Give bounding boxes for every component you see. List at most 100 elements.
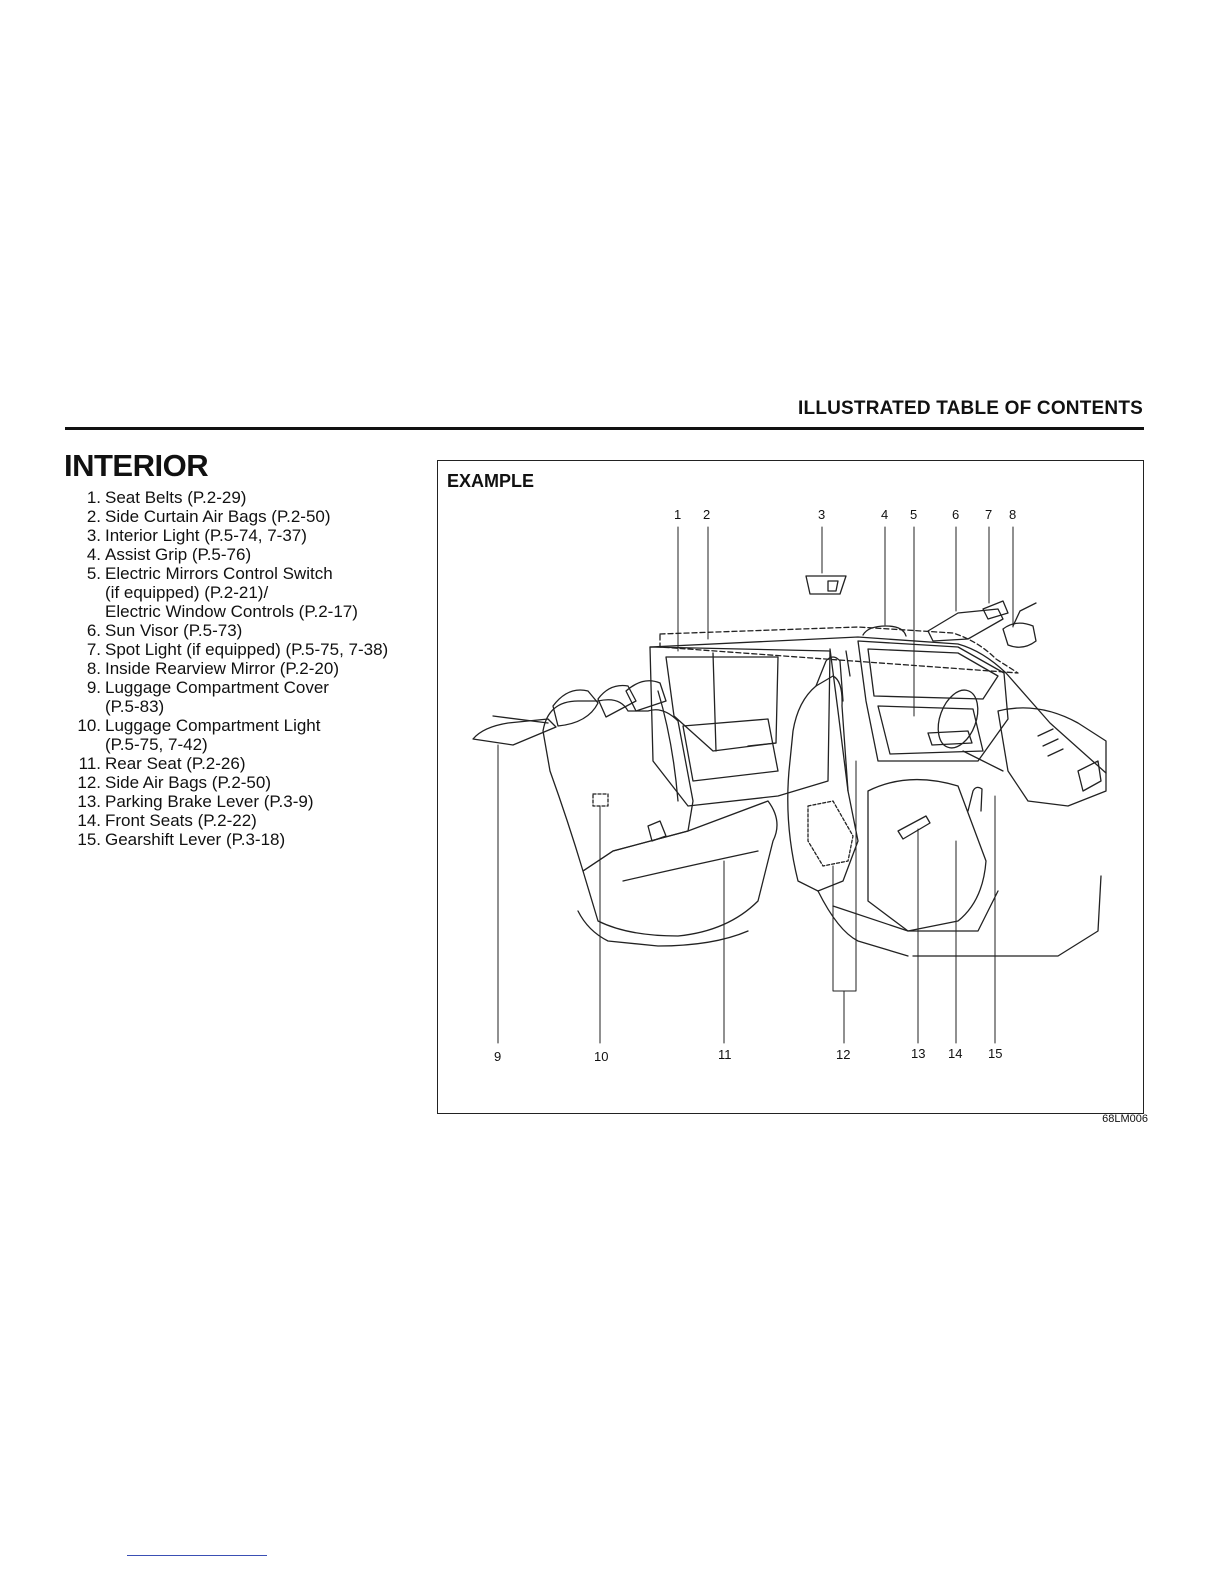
toc-list: 1.Seat Belts (P.2-29) 2.Side Curtain Air… bbox=[70, 488, 420, 849]
toc-item-text: Parking Brake Lever (P.3-9) bbox=[105, 792, 314, 811]
rear-door-frame bbox=[649, 646, 831, 807]
car-interior-illustration: 1 2 3 4 5 6 7 8 9 10 11 12 13 14 15 bbox=[472, 507, 1107, 1064]
page-header-title: ILLUSTRATED TABLE OF CONTENTS bbox=[798, 398, 1143, 419]
steering-column bbox=[962, 750, 1004, 772]
dash-vents bbox=[1037, 728, 1064, 757]
toc-item-text: Interior Light (P.5-74, 7-37) bbox=[105, 526, 307, 545]
interior-light-lens bbox=[827, 580, 839, 592]
toc-item-text: Luggage Compartment Light (P.5-75, 7-42) bbox=[105, 716, 321, 754]
toc-item-14: 14.Front Seats (P.2-22) bbox=[70, 811, 420, 830]
callout-9: 9 bbox=[494, 1049, 501, 1064]
toc-item-13: 13.Parking Brake Lever (P.3-9) bbox=[70, 792, 420, 811]
toc-item-text: Spot Light (if equipped) (P.5-75, 7-38) bbox=[105, 640, 389, 659]
toc-item-text: Gearshift Lever (P.3-18) bbox=[105, 830, 286, 849]
toc-item-12: 12.Side Air Bags (P.2-50) bbox=[70, 773, 420, 792]
callout-14: 14 bbox=[948, 1046, 962, 1061]
rear-headrest-center bbox=[597, 684, 637, 718]
toc-item-number: 15. bbox=[77, 830, 101, 849]
callout-6: 6 bbox=[952, 507, 959, 522]
header-rule bbox=[65, 427, 1144, 430]
interior-figure-frame: EXAMPLE bbox=[437, 460, 1144, 1114]
toc-item-text: Inside Rearview Mirror (P.2-20) bbox=[105, 659, 339, 678]
gearshift-lever bbox=[967, 786, 983, 812]
toc-item-text: Seat Belts (P.2-29) bbox=[105, 488, 247, 507]
rear-headrest-right bbox=[625, 680, 667, 712]
front-headrest bbox=[815, 656, 844, 702]
front-seat-back bbox=[787, 675, 859, 892]
toc-item-number: 7. bbox=[86, 640, 101, 659]
callout-13: 13 bbox=[911, 1046, 925, 1061]
toc-item-number: 12. bbox=[77, 773, 101, 792]
toc-item-number: 3. bbox=[86, 526, 101, 545]
interior-light-icon bbox=[805, 575, 847, 595]
rear-seat-back bbox=[542, 699, 694, 872]
front-door-panel bbox=[877, 705, 984, 755]
toc-item-text: Rear Seat (P.2-26) bbox=[105, 754, 246, 773]
curtain-airbag-outline bbox=[659, 626, 1019, 674]
dash-right-vent bbox=[1077, 760, 1102, 792]
toc-item-7: 7.Spot Light (if equipped) (P.5-75, 7-38… bbox=[70, 640, 420, 659]
toc-item-number: 14. bbox=[77, 811, 101, 830]
luggage-cover bbox=[472, 718, 557, 746]
toc-item-text: Electric Mirrors Control Switch (if equi… bbox=[105, 564, 358, 621]
rear-seat-cushion-seam bbox=[622, 850, 759, 882]
toc-item-text: Side Air Bags (P.2-50) bbox=[105, 773, 271, 792]
toc-item-text: Luggage Compartment Cover (P.5-83) bbox=[105, 678, 329, 716]
toc-item-text: Assist Grip (P.5-76) bbox=[105, 545, 252, 564]
rear-door-panel bbox=[682, 718, 779, 782]
callout-1: 1 bbox=[674, 507, 681, 522]
steering-wheel bbox=[937, 689, 979, 749]
toc-item-1: 1.Seat Belts (P.2-29) bbox=[70, 488, 420, 507]
parking-brake-lever bbox=[897, 815, 931, 840]
toc-item-3: 3.Interior Light (P.5-74, 7-37) bbox=[70, 526, 420, 545]
rear-seat-belt-buckle bbox=[647, 820, 667, 842]
rearview-mirror bbox=[1002, 622, 1037, 648]
toc-item-number: 1. bbox=[86, 488, 101, 507]
toc-item-text: Sun Visor (P.5-73) bbox=[105, 621, 243, 640]
callout-2: 2 bbox=[703, 507, 710, 522]
figure-code: 68LM006 bbox=[1102, 1113, 1148, 1125]
rear-seat-belt bbox=[657, 690, 679, 802]
spot-light bbox=[982, 600, 1009, 620]
callout-8: 8 bbox=[1009, 507, 1016, 522]
floor-line bbox=[912, 875, 1102, 957]
toc-item-9: 9.Luggage Compartment Cover (P.5-83) bbox=[70, 678, 420, 716]
front-seat-cushion bbox=[867, 778, 987, 932]
toc-item-number: 2. bbox=[86, 507, 101, 526]
callout-10: 10 bbox=[594, 1049, 608, 1064]
toc-item-4: 4.Assist Grip (P.5-76) bbox=[70, 545, 420, 564]
side-airbag-outline bbox=[807, 800, 854, 867]
toc-item-15: 15.Gearshift Lever (P.3-18) bbox=[70, 830, 420, 849]
luggage-light-outline bbox=[592, 793, 609, 807]
callout-3: 3 bbox=[818, 507, 825, 522]
assist-grip bbox=[862, 625, 907, 637]
front-seat-rail bbox=[832, 890, 999, 932]
callout-12: 12 bbox=[836, 1047, 850, 1062]
section-title: INTERIOR bbox=[64, 448, 209, 483]
toc-item-number: 11. bbox=[78, 754, 101, 773]
luggage-cover-rail bbox=[492, 715, 549, 724]
toc-item-number: 8. bbox=[86, 659, 101, 678]
leader-12 bbox=[832, 760, 857, 1044]
footer-rule bbox=[127, 1555, 267, 1556]
callout-numbers-top: 1 2 3 4 5 6 7 8 bbox=[674, 507, 1016, 522]
toc-item-10: 10.Luggage Compartment Light (P.5-75, 7-… bbox=[70, 716, 420, 754]
callout-7: 7 bbox=[985, 507, 992, 522]
toc-item-number: 6. bbox=[86, 621, 101, 640]
toc-item-11: 11.Rear Seat (P.2-26) bbox=[70, 754, 420, 773]
callout-leaders-bottom bbox=[497, 744, 996, 1044]
rear-door-handle bbox=[747, 742, 777, 747]
toc-item-8: 8.Inside Rearview Mirror (P.2-20) bbox=[70, 659, 420, 678]
front-window bbox=[867, 648, 999, 700]
callout-numbers-bottom: 9 10 11 12 13 14 15 bbox=[494, 1046, 1002, 1064]
mirror-stem bbox=[1012, 602, 1037, 627]
toc-item-2: 2.Side Curtain Air Bags (P.2-50) bbox=[70, 507, 420, 526]
figure-label: EXAMPLE bbox=[447, 471, 535, 491]
toc-item-number: 4. bbox=[86, 545, 101, 564]
window-switch-panel bbox=[927, 730, 973, 746]
callout-4: 4 bbox=[881, 507, 888, 522]
toc-item-5: 5.Electric Mirrors Control Switch (if eq… bbox=[70, 564, 420, 621]
rear-seat-cushion bbox=[582, 800, 778, 937]
roof-outline bbox=[649, 636, 1107, 774]
rear-window-divider bbox=[712, 652, 717, 752]
